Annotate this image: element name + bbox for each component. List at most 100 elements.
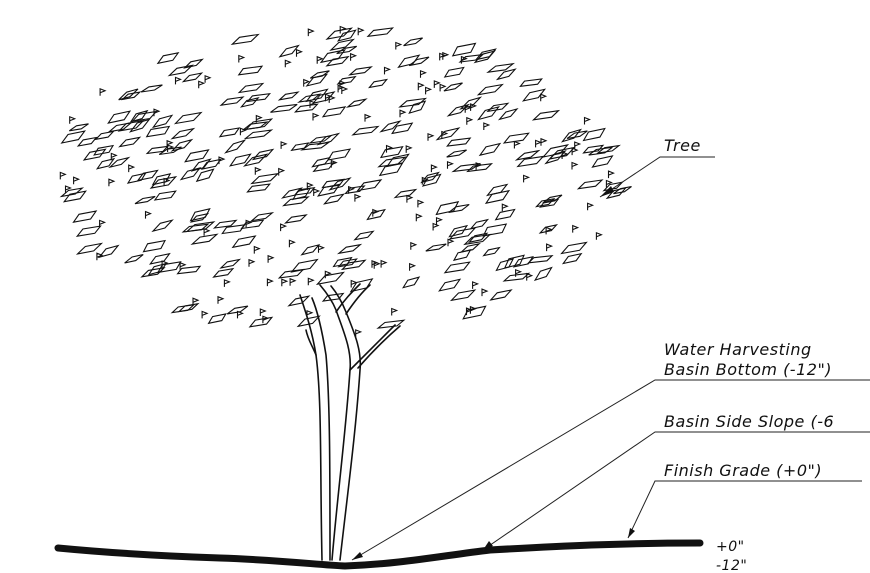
leaf-icon — [613, 186, 632, 195]
tree-label: Tree — [664, 136, 701, 155]
leaf-icon — [153, 108, 161, 117]
leaf-icon — [385, 153, 410, 168]
leaf-icon — [151, 114, 174, 129]
leaf-icon — [140, 84, 163, 93]
leaf-icon — [149, 175, 178, 189]
leaf-icon — [541, 144, 570, 158]
leaf-icon — [371, 259, 379, 268]
leaf-icon — [380, 259, 388, 268]
basin-bottom-leader-line — [351, 379, 870, 561]
leaf-icon — [349, 278, 374, 293]
leaf-icon — [321, 106, 347, 118]
leaf-icon — [376, 319, 406, 329]
leaf-icon — [560, 241, 588, 255]
leaf-icon — [483, 122, 491, 130]
leaf-icon — [266, 278, 274, 287]
leaf-icon — [466, 116, 474, 125]
leaf-icon — [239, 127, 247, 136]
leaf-icon — [368, 78, 389, 89]
leaf-icon — [582, 127, 606, 142]
leaf-icon — [255, 114, 263, 123]
leaf-icon — [277, 91, 300, 101]
leaf-icon — [545, 226, 553, 235]
leaf-icon — [576, 179, 604, 190]
leaf-icon — [366, 208, 386, 221]
leaf-icon — [163, 177, 171, 186]
leaf-icon — [238, 54, 246, 63]
finish-grade-leader-line — [627, 480, 862, 539]
leaf-icon — [337, 258, 358, 268]
leaf-icon — [607, 170, 615, 179]
leaf-icon — [345, 98, 368, 108]
leaf-icon — [332, 256, 353, 268]
leaf-icon — [395, 41, 403, 50]
leaf-icon — [405, 145, 413, 153]
leaf-icon — [259, 308, 267, 316]
leaf-icon — [501, 203, 509, 212]
leaf-icon — [170, 138, 194, 152]
leaf-icon — [267, 254, 275, 263]
leaf-icon — [521, 88, 547, 102]
leaf-icon — [482, 223, 508, 237]
leaf-icon — [582, 144, 605, 154]
leaf-icon — [73, 176, 81, 185]
leaf-icon — [415, 213, 423, 222]
leaf-icon — [502, 132, 530, 144]
leaf-icon — [108, 156, 131, 169]
leaf-icon — [513, 140, 521, 149]
finish-grade-label: Finish Grade (+0") — [664, 461, 822, 480]
basin-side-slope-label: Basin Side Slope (-6 — [664, 412, 834, 431]
leaf-icon — [366, 27, 395, 38]
leaf-icon — [245, 219, 253, 228]
leaf-icon — [230, 33, 260, 46]
basin-side-slope-leader-line — [482, 431, 870, 551]
leaf-icon — [435, 216, 443, 225]
leaf-icon — [190, 233, 219, 245]
leaf-icon — [523, 174, 531, 183]
leaf-icon — [495, 258, 515, 272]
leaf-icon — [351, 125, 380, 136]
leaf-icon — [385, 144, 393, 153]
leaf-icon — [281, 278, 289, 287]
leaf-icon — [451, 42, 477, 57]
leaf-icon — [391, 307, 399, 316]
leaf-icon — [226, 305, 249, 315]
leaf-icon — [242, 153, 269, 167]
leaf-icon — [300, 243, 321, 256]
leaf-icon — [484, 189, 511, 205]
leaf-icon — [219, 96, 245, 107]
leaf-icon — [322, 193, 346, 205]
leaf-icon — [339, 80, 347, 88]
leaf-icon — [546, 243, 554, 252]
leaf-icon — [561, 252, 583, 265]
grade-minus-twelve-label: -12" — [716, 558, 747, 573]
tree-trunk — [299, 283, 401, 561]
leaf-icon — [535, 139, 543, 148]
leaf-icon — [425, 86, 433, 95]
leaf-icon — [574, 141, 582, 149]
leaf-icon — [305, 88, 329, 103]
leaf-icon — [176, 265, 202, 275]
leaf-icon — [391, 122, 414, 135]
leaf-icon — [489, 289, 513, 301]
leaf-icon — [249, 211, 275, 222]
leaf-icon — [218, 127, 241, 138]
leaf-icon — [427, 132, 435, 141]
leaf-icon — [262, 315, 270, 324]
leaf-icon — [212, 219, 238, 229]
leaf-icon — [280, 223, 288, 232]
leaf-icon — [236, 310, 244, 319]
leaf-icon — [353, 230, 375, 241]
leaf-icon — [435, 127, 461, 141]
leaf-icon — [108, 178, 116, 187]
leaf-icon — [309, 100, 317, 108]
leaf-icon — [515, 268, 523, 277]
leaf-icon — [181, 72, 204, 83]
leaf-icon — [572, 224, 580, 233]
leaf-icon — [469, 305, 477, 314]
leaf-icon — [134, 195, 156, 205]
leaf-icon — [201, 310, 209, 319]
leaf-icon — [156, 51, 180, 65]
leaf-icon — [527, 254, 554, 264]
leaf-icon — [446, 137, 472, 147]
